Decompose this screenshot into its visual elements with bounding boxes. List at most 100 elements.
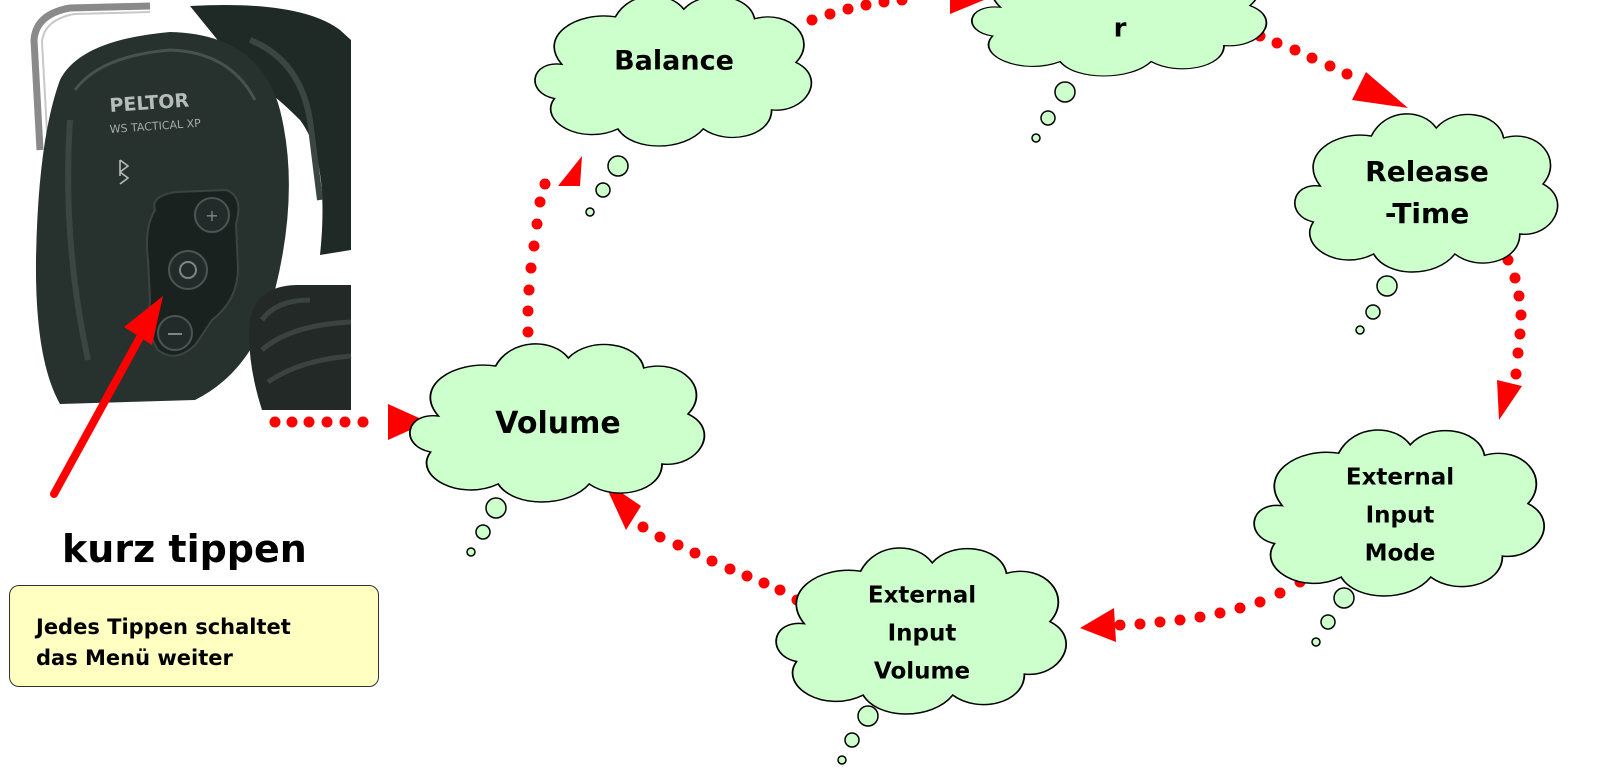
arrow-dot xyxy=(842,3,854,15)
thought-bubble xyxy=(607,155,629,177)
arrow-dot xyxy=(1341,68,1353,80)
cloud-label: Volume xyxy=(874,658,970,684)
arrow-dot xyxy=(1271,37,1283,49)
arrow-dot xyxy=(321,416,333,428)
thought-bubble xyxy=(466,547,476,557)
arrow-dot xyxy=(1324,60,1336,72)
thought-bubble xyxy=(1365,304,1381,320)
arrow-dot xyxy=(1510,368,1522,380)
note-line-2: das Menü weiter xyxy=(36,646,233,670)
arrow-balance-to-top xyxy=(806,0,984,26)
arrow-dot xyxy=(724,563,736,575)
arrow-dot xyxy=(357,416,369,428)
arrow-dot xyxy=(1174,614,1186,626)
arrow-head xyxy=(388,404,428,440)
arrow-dot xyxy=(896,0,908,6)
plus-icon: + xyxy=(205,206,218,225)
arrow-dot xyxy=(1214,607,1226,619)
arrow-release-to-mode xyxy=(1497,254,1527,420)
arrow-dot xyxy=(1514,328,1526,340)
arrow-dot xyxy=(1254,596,1266,608)
arrow-dot xyxy=(522,305,534,317)
arrow-dot xyxy=(774,584,786,596)
arrow-dot xyxy=(1289,44,1301,56)
thought-bubble xyxy=(485,497,507,519)
arrow-dot xyxy=(525,262,537,274)
thought-bubble xyxy=(1376,275,1398,297)
arrow-dot xyxy=(286,416,298,428)
arrow-dot xyxy=(522,326,534,338)
arrow-dot xyxy=(1134,618,1146,630)
arrow-head xyxy=(1497,380,1522,420)
cloud-release-time: Release -Time xyxy=(1294,113,1559,335)
thought-bubble xyxy=(1040,110,1056,126)
thought-bubble xyxy=(1333,587,1355,609)
arrow-dot xyxy=(1114,619,1126,631)
minus-button[interactable] xyxy=(157,315,193,351)
power-icon xyxy=(179,261,197,279)
thought-bubble xyxy=(1054,81,1076,103)
arrow-dot xyxy=(1154,616,1166,628)
arrow-dot xyxy=(672,539,684,551)
arrow-dot xyxy=(528,240,540,252)
arrow-dot xyxy=(534,196,546,208)
arrow-dot xyxy=(689,547,701,559)
thought-bubble xyxy=(857,705,879,727)
cloud-shape xyxy=(1294,113,1559,273)
cloud-label: Input xyxy=(1366,502,1435,528)
arrow-dot xyxy=(1274,587,1286,599)
thought-bubble xyxy=(1320,614,1336,630)
arrow-dot xyxy=(303,416,315,428)
on-off-button[interactable] xyxy=(168,250,208,290)
arrow-dot xyxy=(1306,52,1318,64)
arrow-dot xyxy=(539,178,551,190)
tap-pointer-arrow xyxy=(50,296,163,498)
arrow-dot xyxy=(1515,309,1527,321)
arrow-dot xyxy=(1194,611,1206,623)
cloud-label: -Time xyxy=(1385,197,1469,230)
instruction-title: kurz tippen xyxy=(62,527,307,571)
thought-bubble xyxy=(595,182,611,198)
arrow-mode-to-extvolume xyxy=(1080,576,1306,642)
thought-bubble xyxy=(844,732,860,748)
thought-bubble xyxy=(1031,133,1041,143)
arrow-dot xyxy=(1513,290,1525,302)
cloud-label: Release xyxy=(1365,155,1489,188)
model-label: WS TACTICAL XP xyxy=(109,117,201,136)
arrow-to-volume xyxy=(269,404,428,440)
thought-bubble xyxy=(585,207,595,217)
instruction-note: Jedes Tippen schaltet das Menü weiter xyxy=(9,585,379,687)
arrow-dot xyxy=(1512,347,1524,359)
arrow-dot xyxy=(824,8,836,20)
arrow-dot xyxy=(860,0,872,11)
cloud-label: r xyxy=(1114,13,1127,43)
arrow-head xyxy=(950,0,984,14)
arrow-head xyxy=(1080,608,1116,642)
arrow-head xyxy=(558,156,582,186)
arrow-dot xyxy=(706,555,718,567)
arrow-dot xyxy=(806,14,818,26)
arrow-volume-to-balance xyxy=(522,156,582,338)
cloud-balance: Balance xyxy=(534,0,813,217)
arrow-dot xyxy=(654,531,666,543)
cloud-label: Balance xyxy=(614,46,734,77)
cloud-label: External xyxy=(1346,464,1454,490)
arrow-dot xyxy=(741,570,753,582)
arrow-dot xyxy=(878,0,890,8)
plus-button[interactable]: + xyxy=(194,197,230,233)
menu-clouds: VolumeBalancerRelease-TimeExternalInputM… xyxy=(408,0,1559,765)
arrow-top-to-release xyxy=(1254,30,1408,108)
arrow-dot xyxy=(269,416,281,428)
note-line-1: Jedes Tippen schaltet xyxy=(36,615,291,639)
bluetooth-icon xyxy=(119,159,130,185)
cloud-label: External xyxy=(868,582,976,608)
arrow-dot xyxy=(758,577,770,589)
arrow-dot xyxy=(637,521,649,533)
arrow-head xyxy=(1352,72,1408,108)
cloud-volume: Volume xyxy=(408,342,706,557)
cloud-top: r xyxy=(970,0,1268,143)
arrow-extvolume-to-volume xyxy=(603,480,803,606)
headset-photo: PELTOR WS TACTICAL XP + xyxy=(0,0,352,410)
